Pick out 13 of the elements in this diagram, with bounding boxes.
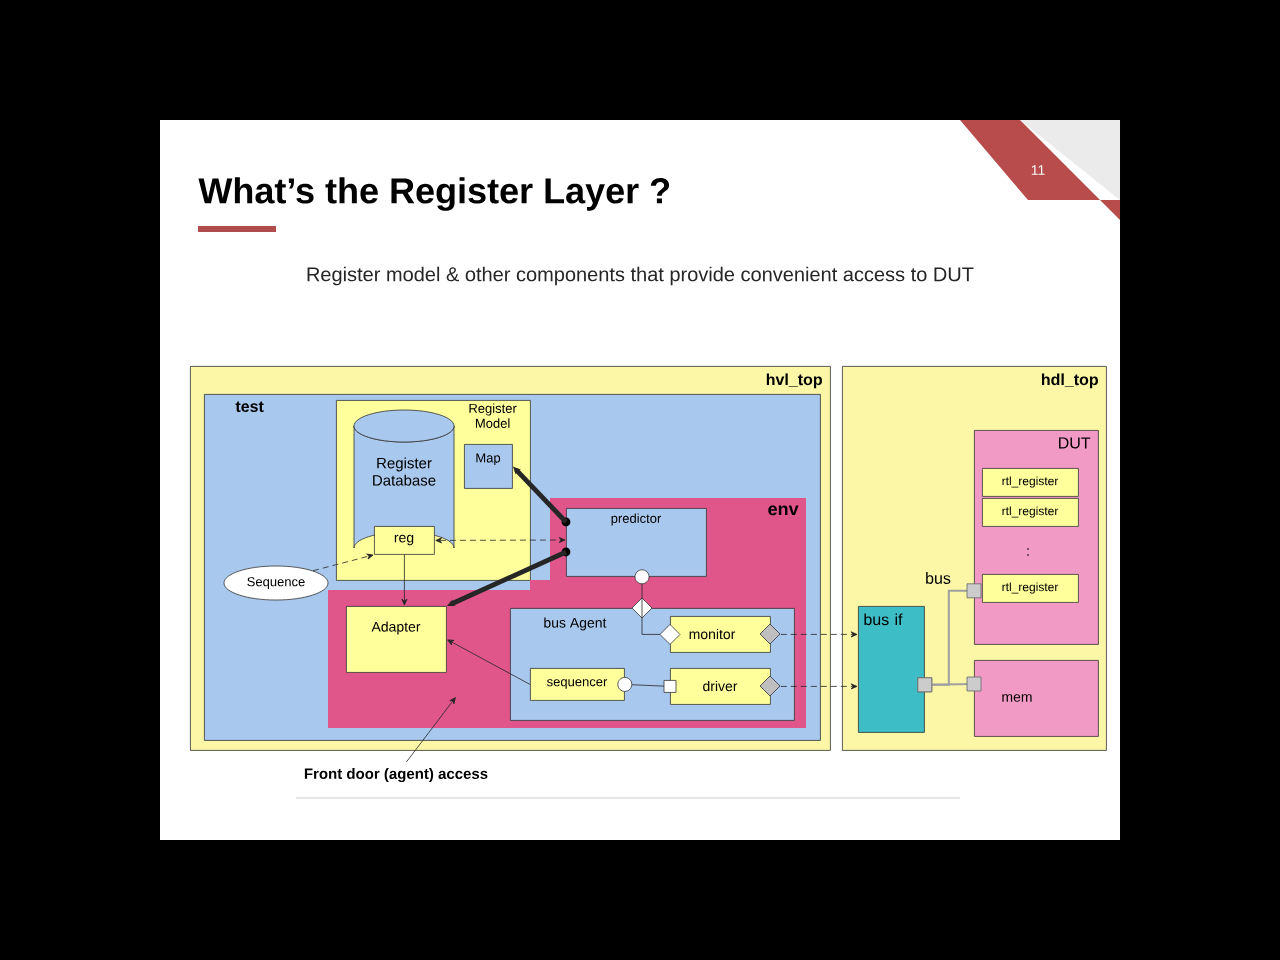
subtitle-text: Register model & other components that provide convenient access to DUT (307, 266, 974, 286)
arrow (780, 683, 858, 690)
arrow (780, 631, 858, 638)
signal-label: bus (926, 572, 951, 584)
title-text: What’s the Register Layer ? (198, 177, 670, 211)
connector-line (617, 677, 677, 693)
connector-line (917, 676, 982, 693)
arrow (401, 554, 408, 606)
connector-line (435, 537, 566, 544)
arrow (447, 639, 531, 685)
connector-line (634, 569, 681, 645)
arrow (406, 697, 456, 763)
interface-box: bus if (858, 606, 925, 733)
